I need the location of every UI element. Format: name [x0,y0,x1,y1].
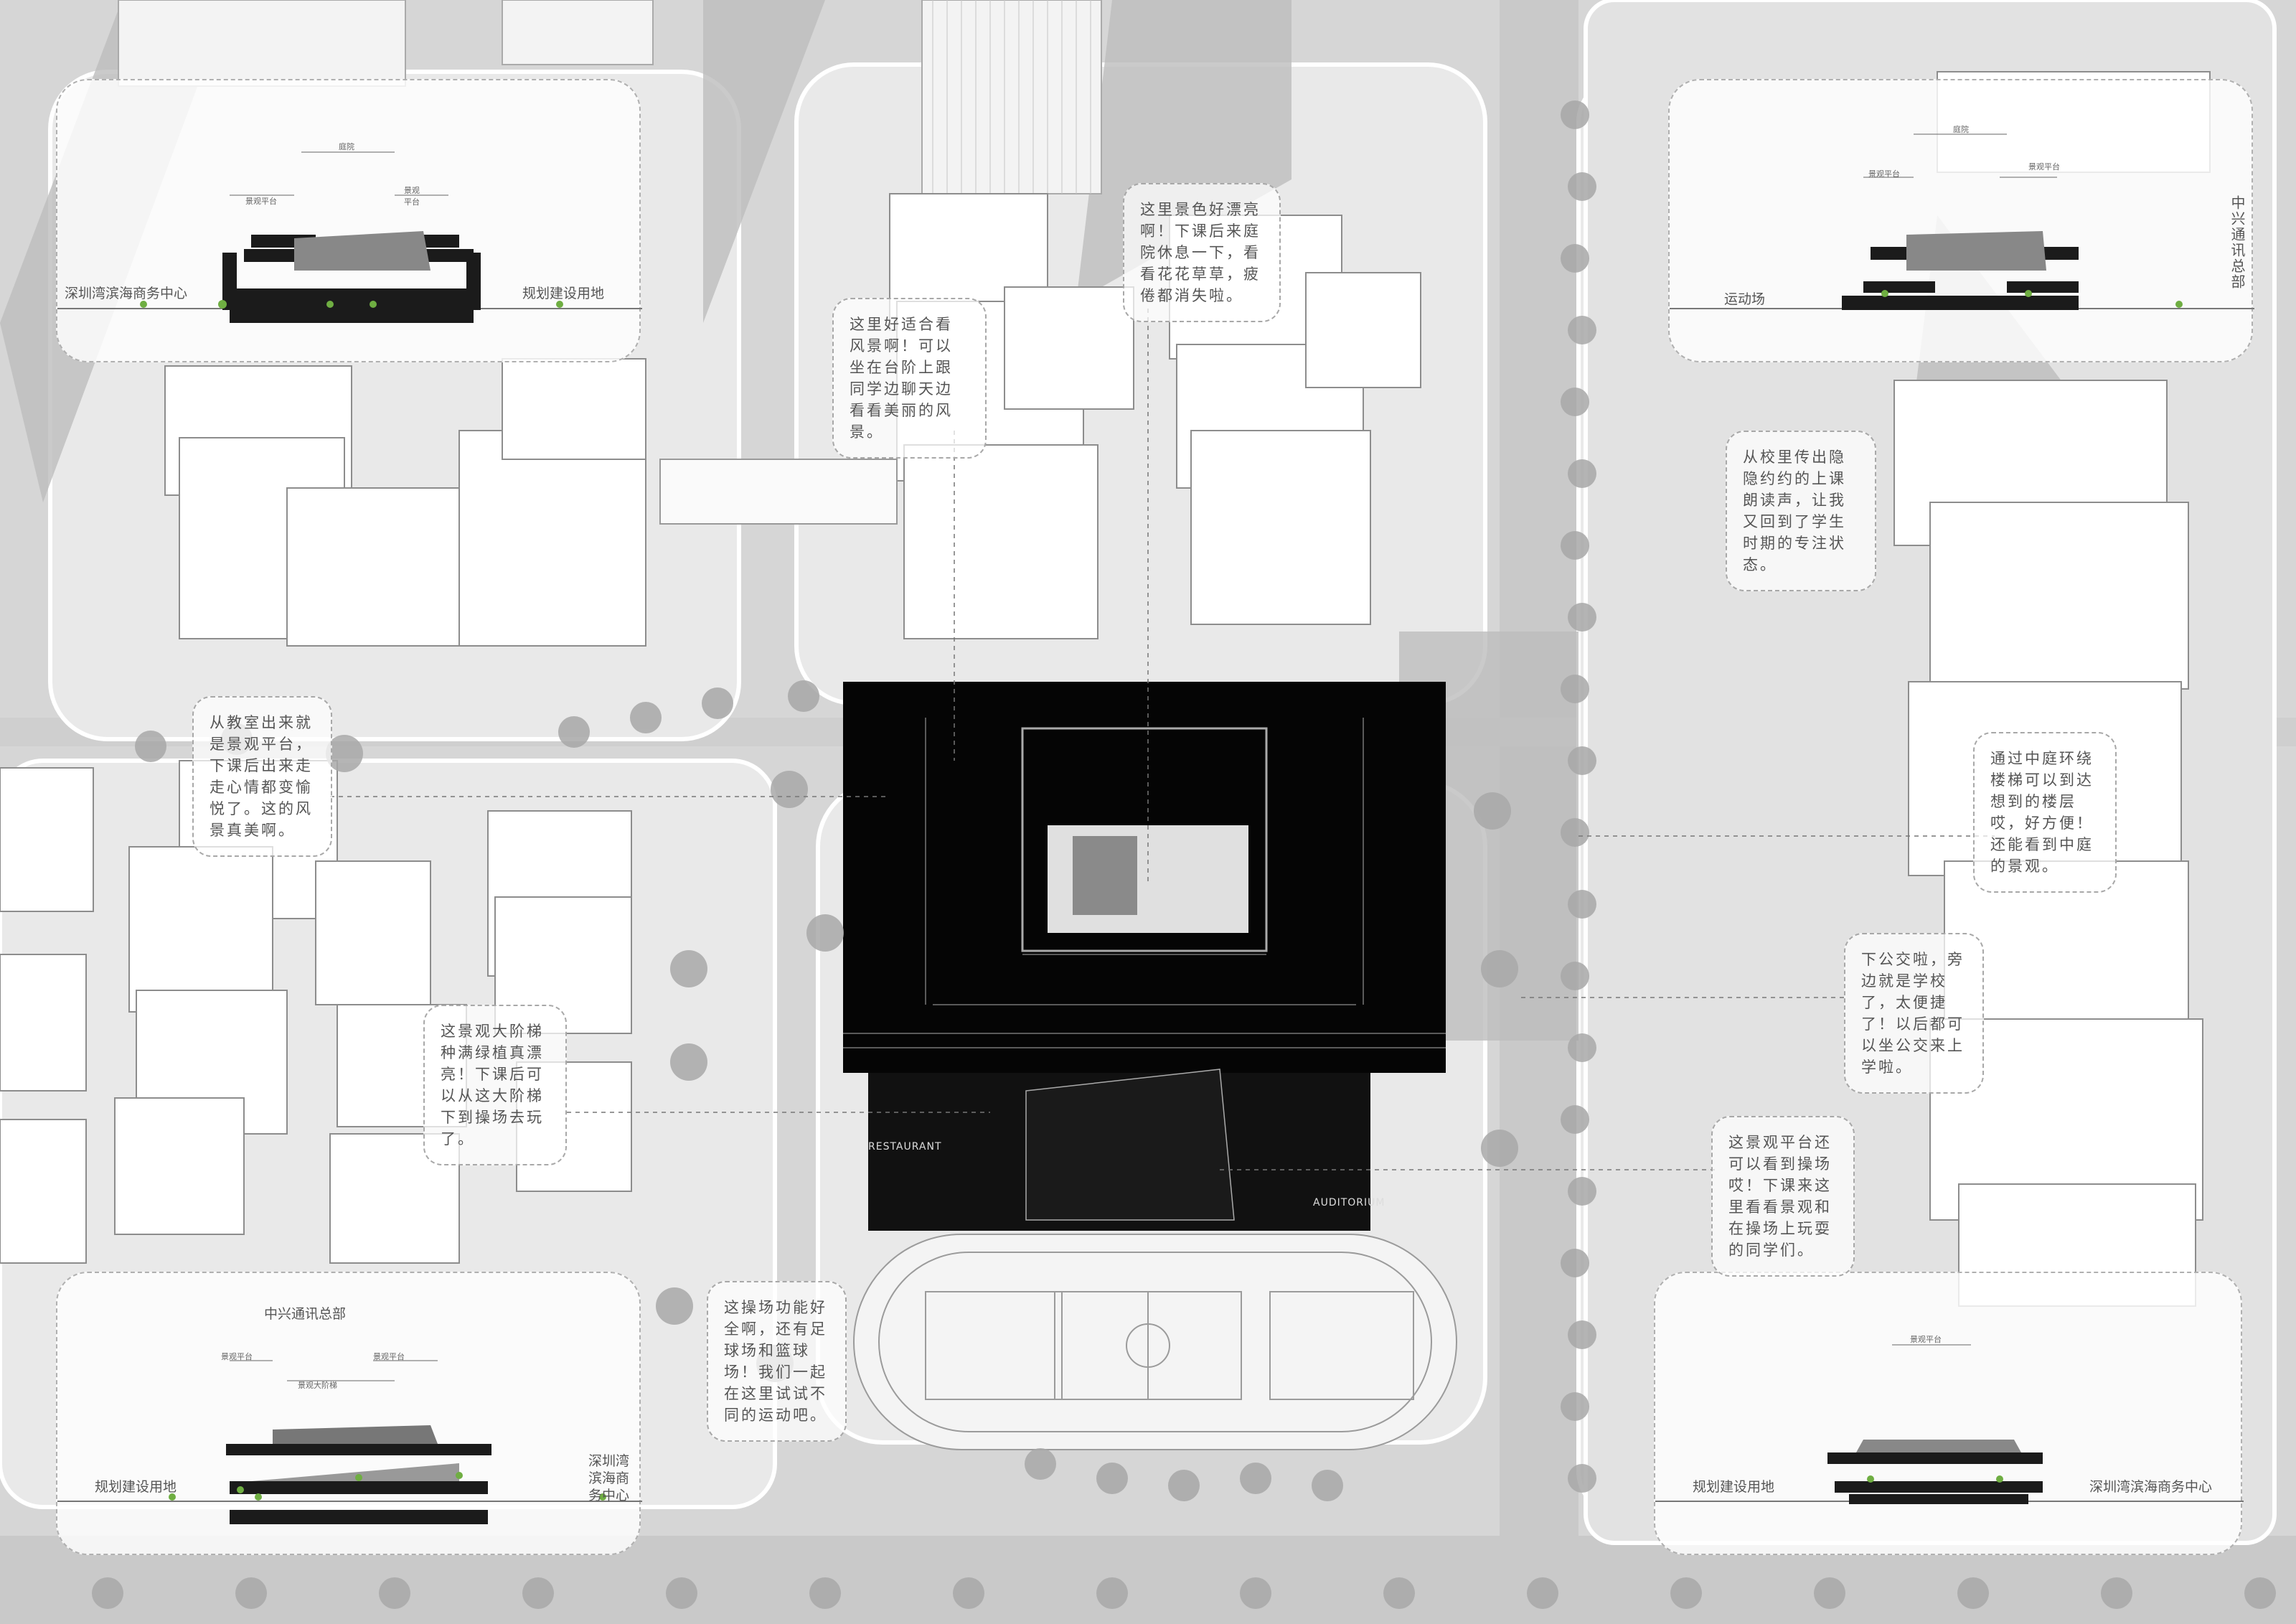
section-drawing [1670,133,2254,310]
tree-rows [92,100,2276,1609]
towers [118,0,1102,194]
section-label-right: 规划建设用地 [522,286,605,301]
section-dim-top: 景观平台 [1910,1335,1942,1344]
annotation-view-steps: 这里好适合看风景啊！可以坐在台阶上跟同学边聊天边看看美丽的风景。 [832,298,987,459]
skybridge [659,459,898,525]
section-drawing [1655,1344,2244,1504]
section-dim-top: 庭院 [339,142,354,151]
section-dim-left: 景观平台 [245,197,277,206]
section-dim-top: 庭院 [1953,125,1969,134]
annotation-courtyard-rest: 这里景色好漂亮啊！下课后来庭院休息一下，看看花花草草，疲倦都消失啦。 [1123,183,1281,322]
section-label-right: 深圳湾滨海商务中心 [2089,1479,2213,1495]
section-dim-right: 景观平台 [373,1352,405,1361]
annotation-bus-stop: 下公交啦，旁边就是学校了，太便捷了！以后都可以坐公交来上学啦。 [1844,933,1984,1094]
sports-field-drawing [853,1234,1457,1450]
annotation-courtyard-stairs: 通过中庭环绕楼梯可以到达想到的楼层哎，好方便！还能看到中庭的景观。 [1973,732,2117,893]
section-panel-bottom-left: 中兴通讯总部 景观平台 景观大阶梯 景观平台 规划建设用地 深圳湾滨海商务中心 [56,1272,642,1555]
annotation-platform-field: 这景观平台还可以看到操场哎！下课来这里看看景观和在操场上玩耍的同学们。 [1711,1116,1855,1277]
section-dim-right: 景观平台 [404,186,420,207]
section-panel-top-left: 庭院 景观平台 景观平台 深圳湾滨海商务中心 规划建设用地 [56,79,642,362]
annotation-sports-field: 这操场功能好全啊，还有足球场和篮球场！我们一起在这里试试不同的运动吧。 [707,1281,847,1442]
school-building-plan [843,682,1446,1231]
section-label-left: 规划建设用地 [1693,1479,1775,1495]
section-panel-top-right: 庭院 景观平台 景观平台 运动场 中兴通讯总部 [1668,79,2254,362]
section-label-left: 规划建设用地 [95,1479,177,1495]
section-title: 中兴通讯总部 [264,1306,347,1322]
auditorium-label: AUDITORIUM [1313,1197,1385,1208]
section-dim-mid: 景观大阶梯 [298,1381,337,1390]
restaurant-label: RESTAURANT [868,1141,942,1153]
section-label-right: 深圳湾滨海商务中心 [588,1453,630,1503]
leader-lines [330,309,1995,1170]
annotation-classroom-platform: 从教室出来就是景观平台，下课后出来走走心情都变愉悦了。这的风景真美啊。 [192,696,332,857]
section-drawing [57,151,642,323]
section-label-right: 中兴通讯总部 [2229,195,2246,290]
annotation-reading-voice: 从校里传出隐隐约约的上课朗读声，让我又回到了学生时期的专注状态。 [1726,431,1876,591]
section-dim-left: 景观平台 [221,1352,253,1361]
section-label-left: 深圳湾滨海商务中心 [65,286,188,301]
annotation-grand-stair: 这景观大阶梯种满绿植真漂亮！下课后可以从这大阶梯下到操场去玩了。 [423,1005,567,1165]
section-label-left: 运动场 [1724,291,1766,307]
section-dim-left: 景观平台 [1868,169,1900,179]
section-drawing [57,1360,642,1524]
section-dim-right: 景观平台 [2028,162,2060,172]
section-panel-bottom-right: 景观平台 规划建设用地 深圳湾滨海商务中心 [1654,1272,2244,1555]
